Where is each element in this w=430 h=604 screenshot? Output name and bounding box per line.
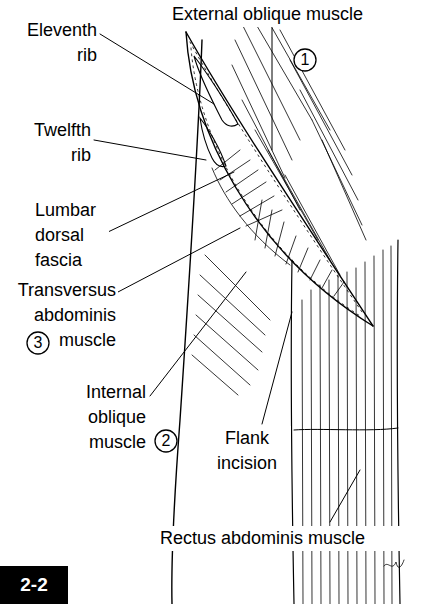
callout-circle: 2 (154, 429, 178, 453)
callout-number: 2 (154, 429, 178, 453)
callout-number: 3 (26, 331, 50, 355)
muscle-label: Rectus abdominis muscle (158, 526, 412, 551)
figure-number-box: 2-2 (0, 566, 68, 604)
callout-number: 1 (293, 48, 317, 72)
bone-label: Eleventh rib (13, 18, 99, 68)
callout-circle: 3 (26, 331, 50, 355)
muscle-label: Transversus abdominis muscle (2, 278, 118, 353)
bone-label: Twelfth rib (17, 118, 93, 168)
incision-label: Flank incision (203, 426, 291, 476)
muscle-label: Internal oblique muscle (52, 380, 148, 455)
callout-circle: 1 (293, 48, 317, 72)
muscle-label: External oblique muscle (170, 2, 414, 27)
fascia-label: Lumbar dorsal fascia (33, 198, 109, 273)
figure-number: 2-2 (0, 566, 68, 604)
